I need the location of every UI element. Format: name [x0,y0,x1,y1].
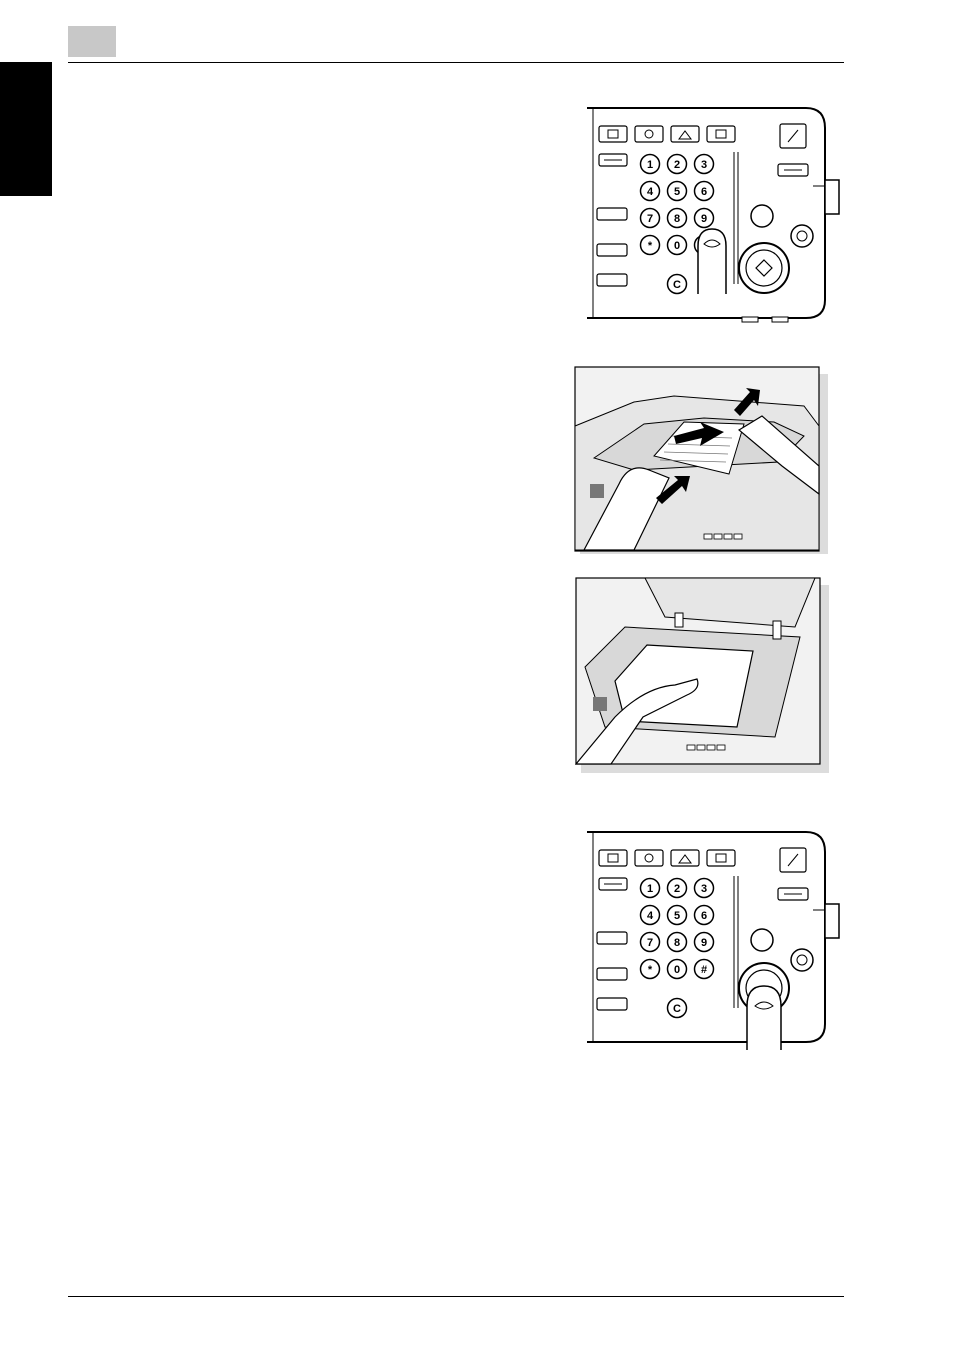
panel1-key-label: 4 [647,186,654,198]
original-glass-figure [575,577,833,775]
panel2-key-label: 0 [674,964,680,976]
panel1-key-label: 6 [701,186,707,198]
panel1-key-label: 8 [674,213,680,225]
panel2-key-label: 1 [647,883,653,895]
panel2-key-label: * [648,964,653,976]
section-side-tab [0,62,52,196]
control-panel-start-figure: 1 2 3 4 5 6 7 8 9 * 0 # C [584,828,844,1050]
panel2-key-label: 6 [701,910,707,922]
panel1-key-label: 3 [701,159,707,171]
panel1-key-label: 9 [701,213,707,225]
panel1-key-label: 1 [647,159,653,171]
panel1-key-label: 0 [674,240,680,252]
panel2-key-label: 7 [647,937,653,949]
panel2-key-label: 9 [701,937,707,949]
chapter-marker [68,26,116,57]
panel1-clear-label: C [673,279,681,291]
panel2-key-label: 4 [647,910,654,922]
panel1-key-label: * [648,240,653,252]
panel2-key-label: 2 [674,883,680,895]
panel2-key-label: 5 [674,910,680,922]
panel2-clear-label: C [673,1003,681,1015]
platen-placement-illustration [575,577,833,775]
panel1-key-label: 7 [647,213,653,225]
header-rule [68,62,844,63]
panel2-key-label: # [701,964,707,976]
adf-loading-illustration [574,366,832,556]
document-feeder-figure [574,366,832,556]
panel1-key-label: 5 [674,186,680,198]
panel1-key-label: 2 [674,159,680,171]
footer-rule [68,1296,844,1297]
control-panel-illustration-2: 1 2 3 4 5 6 7 8 9 * 0 # C [584,828,844,1050]
panel2-key-label: 3 [701,883,707,895]
panel2-key-label: 8 [674,937,680,949]
